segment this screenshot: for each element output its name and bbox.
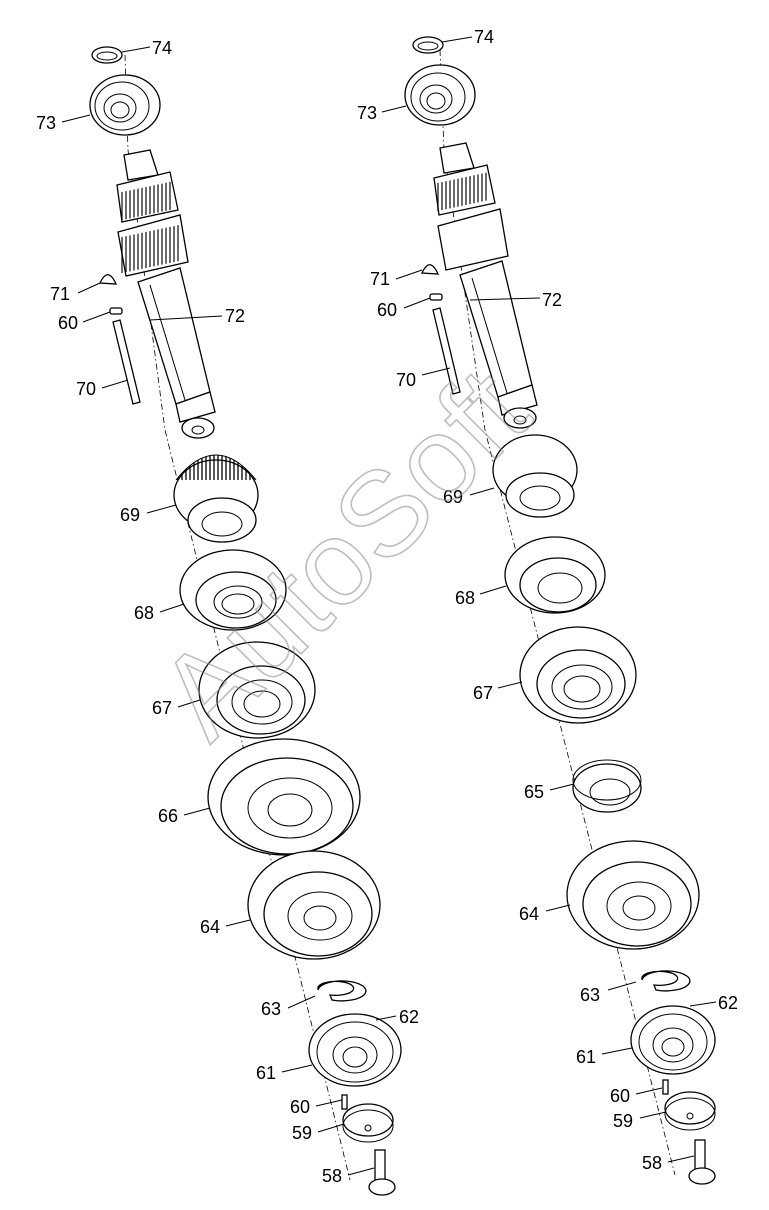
washer-59-right [664,1091,716,1131]
pin-60-lower-right [662,1079,669,1095]
callout-60-right: 60 [377,300,397,320]
spacer-65-right [572,759,642,813]
pin-60-lower [341,1094,348,1110]
callout-61: 61 [256,1063,276,1083]
callout-60-lower: 60 [290,1097,310,1117]
callout-72: 72 [225,306,245,326]
callout-69: 69 [120,505,140,525]
pin-60 [109,307,123,315]
gear-66 [207,738,361,856]
callout-63: 63 [261,999,281,1019]
pin-60-right [429,293,443,301]
callout-70: 70 [76,379,96,399]
gear-68-right [504,536,606,614]
key-70 [112,319,141,405]
callout-73: 73 [36,113,56,133]
bearing-61-62 [308,1013,402,1087]
callout-64: 64 [200,917,220,937]
gear-69 [173,454,259,543]
callout-61-right: 61 [576,1047,596,1067]
bolt-58-right [688,1139,716,1185]
bearing-61-62-right [630,1005,716,1075]
callout-66: 66 [158,806,178,826]
snap-ring-74-right [412,36,444,54]
right-assembly: 74 73 71 60 72 70 69 68 67 65 64 63 62 6… [357,27,738,1185]
gear-64-right [566,840,700,950]
callout-58: 58 [322,1166,342,1186]
gear-67-right [519,626,637,724]
snap-ring-63 [317,980,367,1002]
callout-67-right: 67 [473,683,493,703]
callout-72-right: 72 [542,290,562,310]
shaft-72 [116,149,216,439]
callout-59-right: 59 [613,1111,633,1131]
callout-67: 67 [152,698,172,718]
callout-60: 60 [58,313,78,333]
shaft-72-right [433,142,538,429]
callout-68: 68 [134,603,154,623]
callout-71: 71 [50,284,70,304]
callout-68-right: 68 [455,588,475,608]
gear-64 [247,850,381,960]
callout-62: 62 [399,1007,419,1027]
callout-65-right: 65 [524,782,544,802]
callout-74-right: 74 [474,27,494,47]
gear-68 [179,549,287,631]
gear-69-right [492,434,578,518]
callout-74: 74 [152,38,172,58]
callout-58-right: 58 [642,1153,662,1173]
callout-70-right: 70 [396,370,416,390]
washer-59 [342,1103,394,1143]
snap-ring-74 [91,46,123,64]
bearing-73 [89,74,161,136]
callout-71-right: 71 [370,269,390,289]
key-70-right [432,307,461,395]
bolt-58 [368,1149,396,1196]
gear-67 [198,641,316,739]
callout-73-right: 73 [357,103,377,123]
key-71-right [421,264,440,275]
key-71 [99,274,118,285]
bearing-73-right [404,64,476,126]
snap-ring-63-right [641,970,691,992]
left-assembly: 74 73 71 60 72 70 69 68 67 66 64 63 62 6… [36,38,419,1196]
callout-69-right: 69 [443,487,463,507]
callout-59: 59 [292,1123,312,1143]
callout-64-right: 64 [519,904,539,924]
callout-60-lower-right: 60 [610,1086,630,1106]
callout-63-right: 63 [580,985,600,1005]
callout-62-right: 62 [718,993,738,1013]
